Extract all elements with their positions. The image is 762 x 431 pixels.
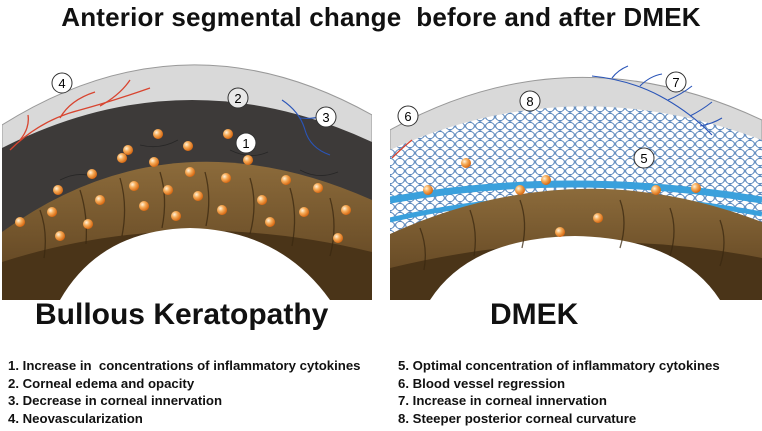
right-cornea-illustration — [390, 65, 762, 300]
legend-left: 1. Increase in concentrations of inflamm… — [8, 357, 361, 427]
left-pupil — [60, 228, 330, 300]
cytokine-sphere — [257, 195, 267, 205]
cytokine-sphere — [117, 153, 127, 163]
cytokine-sphere — [299, 207, 309, 217]
marker-2: 2 — [227, 87, 249, 109]
cytokine-sphere — [87, 169, 97, 179]
svg-text:1: 1 — [242, 136, 249, 151]
cytokine-sphere — [243, 155, 253, 165]
cytokine-sphere — [333, 233, 343, 243]
legend-item: 8. Steeper posterior corneal curvature — [398, 410, 637, 426]
marker-1: 1 — [235, 132, 257, 154]
cytokine-sphere — [149, 157, 159, 167]
marker-4: 4 — [51, 72, 73, 94]
cytokine-sphere — [515, 185, 525, 195]
heading-dmek: DMEK — [490, 298, 579, 331]
legend-item: 2. Corneal edema and opacity — [8, 375, 195, 391]
cytokine-sphere — [129, 181, 139, 191]
cytokine-sphere — [461, 158, 471, 168]
cytokine-sphere — [163, 185, 173, 195]
right-endothelium-band — [390, 180, 762, 204]
left-iris-fibres — [39, 171, 335, 259]
cytokine-sphere — [183, 141, 193, 151]
cytokine-sphere — [15, 217, 25, 227]
cytokine-sphere — [555, 227, 565, 237]
cytokine-sphere — [185, 167, 195, 177]
cytokine-sphere — [423, 185, 433, 195]
svg-text:8: 8 — [526, 94, 533, 109]
cytokine-sphere — [139, 201, 149, 211]
svg-text:5: 5 — [640, 151, 647, 166]
cytokine-sphere — [265, 217, 275, 227]
right-cytokine-group — [423, 158, 701, 237]
heading-bullous-keratopathy: Bullous Keratopathy — [35, 298, 329, 331]
cytokine-sphere — [153, 129, 163, 139]
diagram-title: Anterior segmental change before and aft… — [61, 2, 701, 32]
cytokine-sphere — [53, 185, 63, 195]
left-cornea-illustration — [2, 64, 372, 300]
marker-7: 7 — [665, 71, 687, 93]
cytokine-sphere — [217, 205, 227, 215]
cytokine-sphere — [313, 183, 323, 193]
marker-3: 3 — [315, 106, 337, 128]
svg-text:2: 2 — [234, 91, 241, 106]
cytokine-sphere — [55, 231, 65, 241]
legend-item: 1. Increase in concentrations of inflamm… — [8, 358, 361, 373]
legend-item: 5. Optimal concentration of inflammatory… — [398, 358, 720, 373]
cytokine-sphere — [171, 211, 181, 221]
cytokine-sphere — [47, 207, 57, 217]
marker-8: 8 — [519, 90, 541, 112]
legend-item: 4. Neovascularization — [8, 410, 143, 426]
cytokine-sphere — [223, 129, 233, 139]
right-corneal-nerves — [591, 65, 723, 136]
right-regressed-vessel — [391, 139, 413, 159]
right-iris-fibres — [419, 199, 725, 271]
diagram-canvas: 1 2 3 4 — [2, 64, 762, 300]
cytokine-sphere — [123, 145, 133, 155]
cytokine-sphere — [95, 195, 105, 205]
legend-item: 6. Blood vessel regression — [398, 375, 566, 391]
svg-text:7: 7 — [672, 75, 679, 90]
legend-right: 5. Optimal concentration of inflammatory… — [398, 357, 720, 427]
cytokine-sphere — [83, 219, 93, 229]
cytokine-sphere — [541, 175, 551, 185]
svg-text:3: 3 — [322, 110, 329, 125]
right-pupil — [430, 236, 720, 300]
marker-6: 6 — [397, 105, 419, 127]
cytokine-sphere — [651, 185, 661, 195]
left-cytokine-group — [15, 129, 351, 243]
cytokine-sphere — [691, 183, 701, 193]
svg-text:6: 6 — [404, 109, 411, 124]
cytokine-sphere — [281, 175, 291, 185]
left-neovascular-vessels — [9, 79, 151, 151]
cytokine-sphere — [593, 213, 603, 223]
cytokine-sphere — [341, 205, 351, 215]
cytokine-sphere — [193, 191, 203, 201]
legend-item: 7. Increase in corneal innervation — [398, 393, 607, 408]
legend-item: 3. Decrease in corneal innervation — [8, 393, 223, 408]
cytokine-sphere — [221, 173, 231, 183]
svg-text:4: 4 — [58, 76, 65, 91]
marker-5: 5 — [633, 147, 655, 169]
